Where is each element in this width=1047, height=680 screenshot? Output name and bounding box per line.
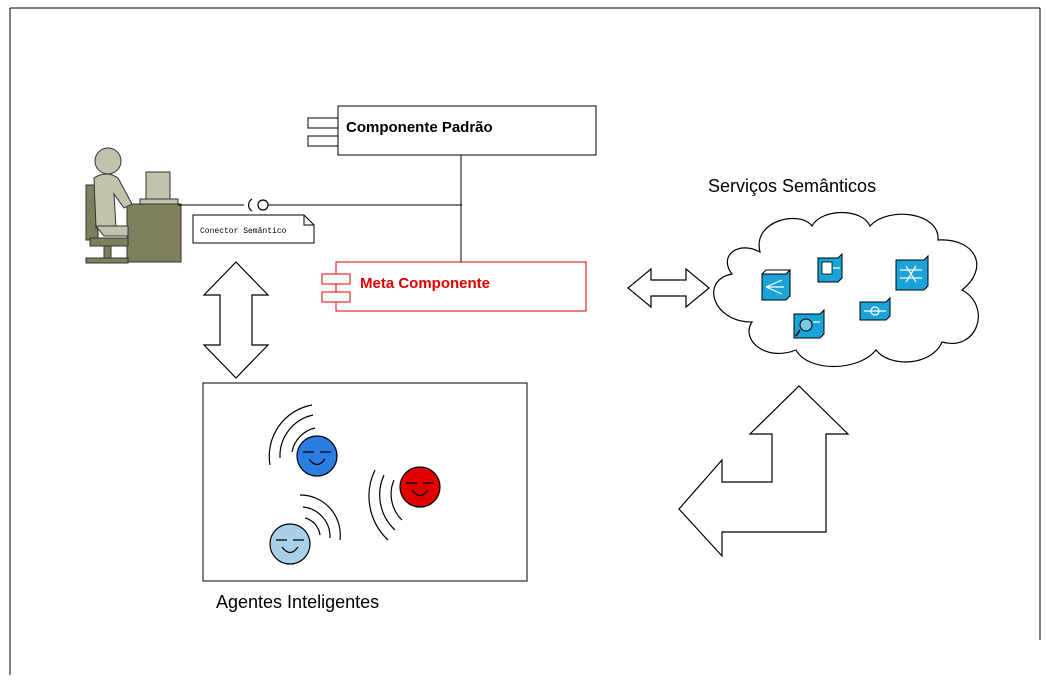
meta-component-label: Meta Componente [360,275,490,292]
service-search-icon [793,308,825,339]
standard-component-label: Componente Padrão [346,119,493,136]
service-router-icon [761,268,791,301]
standard-component: Componente Padrão [307,105,597,156]
service-switch-icon [895,254,929,291]
user-at-computer-icon [85,147,182,264]
meta-component: Meta Componente [321,261,587,312]
connector-interface [178,198,462,212]
connector-note-label: Conector Semântico [200,227,287,236]
red-agent-icon [368,466,441,541]
services-cloud [713,212,979,367]
service-database-icon [817,252,843,283]
meta-services-double-arrow [627,267,710,309]
service-sync-icon [859,296,891,321]
user-agents-double-arrow [202,261,270,379]
light-blue-agent-icon [269,494,341,565]
agents-label: Agentes Inteligentes [216,592,379,612]
agents-services-bent-arrow [678,385,850,558]
blue-agent-icon [268,404,338,477]
services-label: Serviços Semânticos [708,176,876,196]
agents-box [202,382,528,582]
connector-note: Conector Semântico [192,214,315,244]
